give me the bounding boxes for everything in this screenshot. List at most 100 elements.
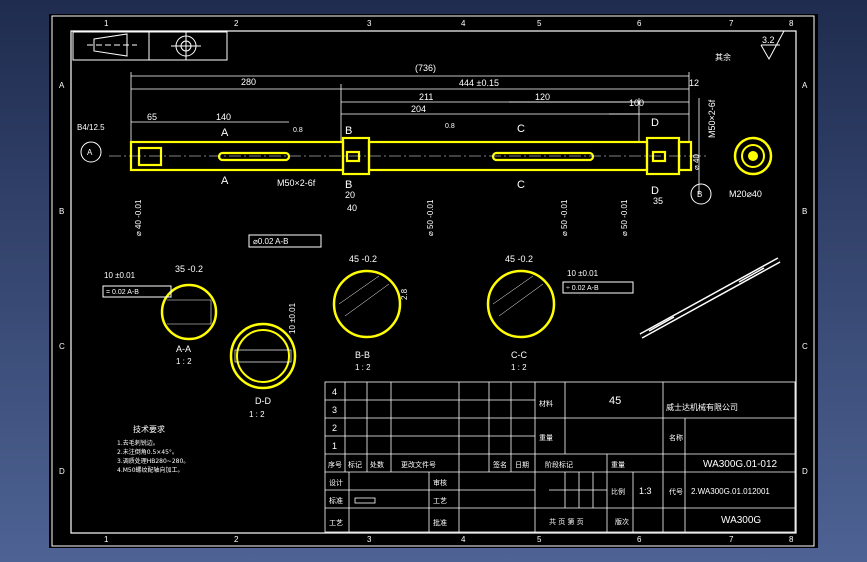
row-3: 3 — [332, 405, 337, 415]
section-cut-markers: A A B B C C D D — [221, 117, 659, 197]
finish-note: 其余 — [715, 52, 731, 62]
zone-top-5: 5 — [537, 19, 542, 28]
aa-sym: = 0.02 A-B — [106, 289, 139, 296]
dim-35: 35 — [653, 196, 663, 206]
zone-top-7: 7 — [729, 19, 734, 28]
cc-label: C-C — [511, 350, 527, 360]
dim-dia50-b: ⌀ 50 -0.01 — [560, 199, 569, 236]
lbl-design: 设计 — [329, 478, 343, 487]
zone-right-c: C — [802, 342, 808, 351]
hdr-count: 处数 — [370, 460, 384, 469]
cut-c-bottom: C — [517, 179, 525, 191]
row-4: 4 — [332, 387, 337, 397]
company-name: 威士达机械有限公司 — [666, 402, 738, 412]
hdr-date: 日期 — [515, 461, 529, 469]
cut-b-bottom: B — [345, 179, 352, 191]
runout-frame — [248, 234, 322, 248]
cut-b-top: B — [345, 125, 352, 137]
dim-20: 20 — [345, 190, 355, 200]
zone-bottom-1: 1 — [104, 535, 109, 544]
dim-dia40-right: ⌀ 40 — [692, 154, 701, 170]
zone-top-8: 8 — [789, 19, 794, 28]
lbl-standard: 标准 — [329, 496, 343, 505]
datum-b-circle — [690, 183, 712, 205]
zone-bottom-5: 5 — [537, 535, 542, 544]
dim-dia50-a: ⌀ 50 -0.01 — [426, 199, 435, 236]
keyway-d — [651, 150, 667, 163]
section-a-a: 35 -0.2 10 ±0.01 = 0.02 A-B A-A 1 : 2 — [102, 264, 218, 366]
zone-right-a: A — [802, 81, 808, 90]
tech-item-3: 3.调质处理HB280~280。 — [117, 457, 189, 465]
roughness-b: 0.8 — [445, 123, 455, 130]
dd-scale: 1 : 2 — [249, 410, 265, 419]
hdr-seq: 序号 — [328, 460, 342, 469]
zone-bottom-4: 4 — [461, 535, 466, 544]
scale-value: 1:3 — [639, 486, 652, 496]
tech-item-2: 2.未注倒角0.5×45°。 — [117, 448, 178, 456]
finish-value: 3.2 — [762, 35, 775, 45]
cut-c-top: C — [517, 123, 525, 135]
zone-top-3: 3 — [367, 19, 372, 28]
dim-120: 120 — [535, 92, 550, 102]
dim-chamfer: B4/12.5 — [77, 123, 105, 132]
dim-211: 211 — [419, 92, 433, 102]
hdr-mark: 标记 — [348, 460, 362, 469]
dim-main: 444 ±0.15 — [459, 78, 499, 88]
thread-left — [137, 146, 163, 167]
material-value: 45 — [609, 395, 621, 407]
zone-top-2: 2 — [234, 19, 239, 28]
part-number: 2.WA300G.01.012001 — [691, 487, 770, 496]
dim-40: 40 — [347, 203, 357, 213]
title-block-text: 4 3 2 1 序号 标记 处数 更改文件号 签名 日期 材料 45 重量 威士… — [328, 387, 778, 527]
projection-symbol — [72, 31, 228, 61]
lbl-sheets: 共 页 第 页 — [549, 517, 584, 526]
cc-scale: 1 : 2 — [511, 363, 527, 372]
zone-right-d: D — [802, 467, 808, 476]
keyway-left — [217, 151, 291, 162]
drawing-number: WA300G.01-012 — [703, 459, 778, 470]
dim-right-end: 12 — [689, 78, 699, 88]
aa-scale: 1 : 2 — [176, 357, 192, 366]
dim-thread-right: M50×2-6f — [707, 99, 717, 138]
dim-left-section: 280 — [241, 77, 256, 87]
end-view: M20⌀40 — [729, 136, 773, 199]
roughness-a: 0.8 — [293, 127, 303, 134]
lbl-craft: 工艺 — [329, 519, 343, 527]
dim-65: 65 — [147, 112, 157, 122]
lbl-mass: 重量 — [611, 461, 625, 469]
row-1: 1 — [332, 441, 337, 451]
lbl-approve: 批准 — [433, 518, 447, 527]
bb-scale: 1 : 2 — [355, 363, 371, 372]
zone-markers: 1 2 3 4 5 6 7 8 1 2 3 4 5 6 7 8 A B C D … — [59, 19, 808, 544]
material-label: 材料 — [539, 399, 553, 408]
product-code: WA300G — [721, 515, 761, 526]
tech-item-1: 1.去毛刺锐边。 — [117, 439, 159, 447]
hdr-sign: 签名 — [493, 460, 507, 469]
zone-top-6: 6 — [637, 19, 642, 28]
lbl-scale: 比例 — [611, 487, 625, 496]
cc-sym: ÷ 0.02 A-B — [566, 285, 599, 292]
dim-140: 140 — [216, 112, 231, 122]
drawing-sheet[interactable]: 1 2 3 4 5 6 7 8 1 2 3 4 5 6 7 8 A B C D … — [49, 14, 818, 548]
dim-overall: (736) — [415, 63, 436, 73]
surface-finish-symbol: 其余 3.2 — [715, 30, 785, 62]
hdr-change: 更改文件号 — [401, 460, 436, 469]
lbl-code: 代号 — [669, 487, 683, 496]
zone-left-a: A — [59, 81, 65, 90]
lbl-name: 名称 — [669, 433, 683, 442]
datum-a-label: A — [87, 148, 93, 157]
bb-label: B-B — [355, 350, 370, 360]
bb-top: 45 -0.2 — [349, 254, 377, 264]
zone-bottom-8: 8 — [789, 535, 794, 544]
cc-tol: 10 ±0.01 — [567, 269, 599, 278]
mechanical-drawing: 1 2 3 4 5 6 7 8 1 2 3 4 5 6 7 8 A B C D … — [51, 15, 815, 547]
zone-bottom-7: 7 — [729, 535, 734, 544]
zone-top-4: 4 — [461, 19, 466, 28]
aa-label: A-A — [176, 344, 191, 354]
dim-dia50-c: ⌀ 50 -0.01 — [620, 199, 629, 236]
zone-left-d: D — [59, 467, 65, 476]
dimension-lines — [130, 72, 700, 194]
zone-bottom-3: 3 — [367, 535, 372, 544]
inner-border — [70, 30, 797, 534]
dim-thread-left: M50×2-6f — [277, 178, 316, 188]
